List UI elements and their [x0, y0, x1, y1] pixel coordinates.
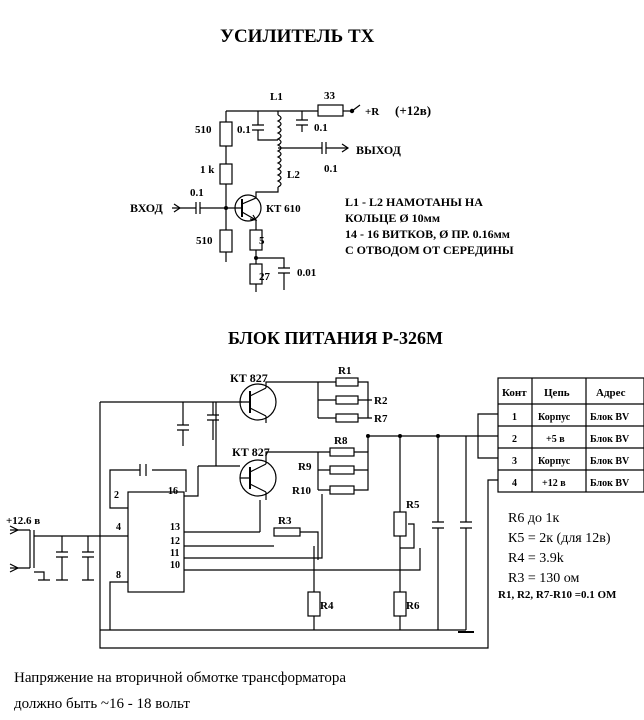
resistor-510-bottom: [219, 229, 233, 253]
connector-table: Конт Цепь Адрес 1 Корпус Блок BV 2 +5 в …: [497, 377, 644, 493]
potentiometer-r5: [393, 511, 407, 537]
pin-13: 13: [170, 522, 180, 533]
inductor-l1-l2: [276, 114, 282, 188]
pin-10: 10: [170, 560, 180, 571]
resistor-r1: [335, 377, 359, 387]
note-line-2: КОЛЬЦЕ Ø 10мм: [345, 211, 440, 225]
label-c01-out: 0.1: [324, 163, 338, 175]
label-r10: R10: [292, 485, 311, 497]
footer-line-2: должно быть ~16 - 18 вольт: [14, 696, 190, 712]
table-cell: +12 в: [542, 478, 566, 489]
label-r5: R5: [406, 499, 420, 511]
note-line-4: С ОТВОДОМ ОТ СЕРЕДИНЫ: [345, 243, 514, 257]
label-r6: R6: [406, 600, 420, 612]
winding-note: L1 - L2 НАМОТАНЫ НА КОЛЬЦЕ Ø 10мм 14 - 1…: [345, 195, 514, 257]
resistor-r4: [307, 591, 321, 617]
label-c01-a: 0.1: [237, 124, 251, 136]
resistor-r9: [329, 465, 355, 475]
regulator-ic: [127, 491, 185, 593]
label-vin: +12.6 в: [6, 515, 40, 527]
capacitor-01-b: [296, 111, 308, 132]
value-line-5: R1, R2, R7-R10 =0.1 OM: [498, 589, 617, 601]
pin-16: 16: [168, 486, 178, 497]
label-vyhod: ВЫХОД: [356, 143, 402, 157]
label-c01-b: 0.1: [314, 122, 328, 134]
table-cell: Блок BV: [590, 478, 630, 489]
label-kt827-1: КТ 827: [230, 371, 268, 385]
tx-title: УСИЛИТЕЛЬ ТХ: [220, 26, 375, 47]
arrow-input-icon: [173, 203, 182, 213]
label-r1: R1: [338, 365, 351, 377]
note-line-1: L1 - L2 НАМОТАНЫ НА: [345, 195, 483, 209]
label-r3: R3: [278, 515, 292, 527]
footer-line-1: Напряжение на вторичной обмотке трансфор…: [14, 670, 346, 686]
table-cell: Блок BV: [590, 456, 630, 467]
table-header-adres: Адрес: [596, 387, 626, 399]
capacitor-out-1: [432, 436, 444, 630]
table-header-cep: Цепь: [544, 387, 570, 399]
table-cell: Блок BV: [590, 412, 630, 423]
label-r8: R8: [334, 435, 348, 447]
label-kt610: КТ 610: [266, 203, 301, 215]
pin-11: 11: [170, 548, 179, 559]
tx-labels: L1 33 +R (+12в) 510 0.1 0.1 1 k ВЫХОД 0.…: [130, 90, 431, 283]
resistor-r7: [335, 413, 359, 423]
label-kt827-2: КТ 827: [232, 445, 270, 459]
label-c01-in: 0.1: [190, 187, 204, 199]
pin-12: 12: [170, 536, 180, 547]
value-line-3: R4 = 3.9k: [508, 551, 564, 566]
tx-amplifier-circuit: [172, 104, 361, 292]
pin-4: 4: [116, 522, 121, 533]
resistor-r3: [273, 527, 301, 537]
label-plus-r: +R: [365, 106, 380, 118]
footer-note: Напряжение на вторичной обмотке трансфор…: [14, 670, 346, 712]
label-vhod: ВХОД: [130, 201, 163, 215]
label-l1: L1: [270, 91, 283, 103]
psu-circuit: [9, 377, 498, 649]
pin-8: 8: [116, 570, 121, 581]
resistor-510-top: [219, 121, 233, 147]
table-cell: 2: [512, 434, 517, 445]
value-line-4: R3 = 130 ом: [508, 571, 579, 586]
capacitor-out-2: [460, 436, 472, 630]
value-line-1: R6 до 1к: [508, 511, 559, 526]
psu-labels: КТ 827 КТ 827 R1 R2 R7 R8 R9 R10 R3 R4 R…: [6, 365, 420, 612]
capacitor-01-a: [252, 111, 278, 141]
note-line-3: 14 - 16 ВИТКОВ, Ø ПР. 0.16мм: [345, 227, 510, 241]
table-cell: Корпус: [538, 412, 571, 423]
resistor-r10: [329, 485, 355, 495]
resistor-1k: [219, 163, 233, 185]
table-cell: Корпус: [538, 456, 571, 467]
arrow-output-icon: [341, 143, 350, 153]
label-510-bottom: 510: [196, 235, 213, 247]
table-header-kont: Конт: [502, 387, 527, 399]
label-1k: 1 k: [200, 164, 215, 176]
pin-2: 2: [114, 490, 119, 501]
psu-title: БЛОК ПИТАНИЯ Р-326М: [228, 328, 443, 348]
table-cell: Блок BV: [590, 434, 630, 445]
label-33: 33: [324, 90, 336, 102]
label-510-top: 510: [195, 124, 212, 136]
label-27: 27: [259, 271, 271, 283]
resistor-r2: [335, 395, 359, 405]
resistor-r8: [329, 447, 355, 457]
label-5: 5: [259, 235, 265, 247]
table-cell: +5 в: [546, 434, 565, 445]
resistor-r6: [393, 591, 407, 617]
label-plus-12v: (+12в): [395, 103, 431, 118]
table-cell: 4: [512, 478, 517, 489]
value-line-2: К5 = 2к (для 12в): [508, 531, 611, 546]
capacitor-001: [256, 257, 290, 290]
label-r7: R7: [374, 413, 388, 425]
label-r2: R2: [374, 395, 388, 407]
label-001: 0.01: [297, 267, 316, 279]
label-l2: L2: [287, 169, 300, 181]
label-r4: R4: [320, 600, 334, 612]
component-values: R6 до 1к К5 = 2к (для 12в) R4 = 3.9k R3 …: [498, 511, 617, 601]
table-cell: 3: [512, 456, 517, 467]
resistor-33: [317, 104, 344, 117]
table-cell: 1: [512, 412, 517, 423]
label-r9: R9: [298, 461, 312, 473]
